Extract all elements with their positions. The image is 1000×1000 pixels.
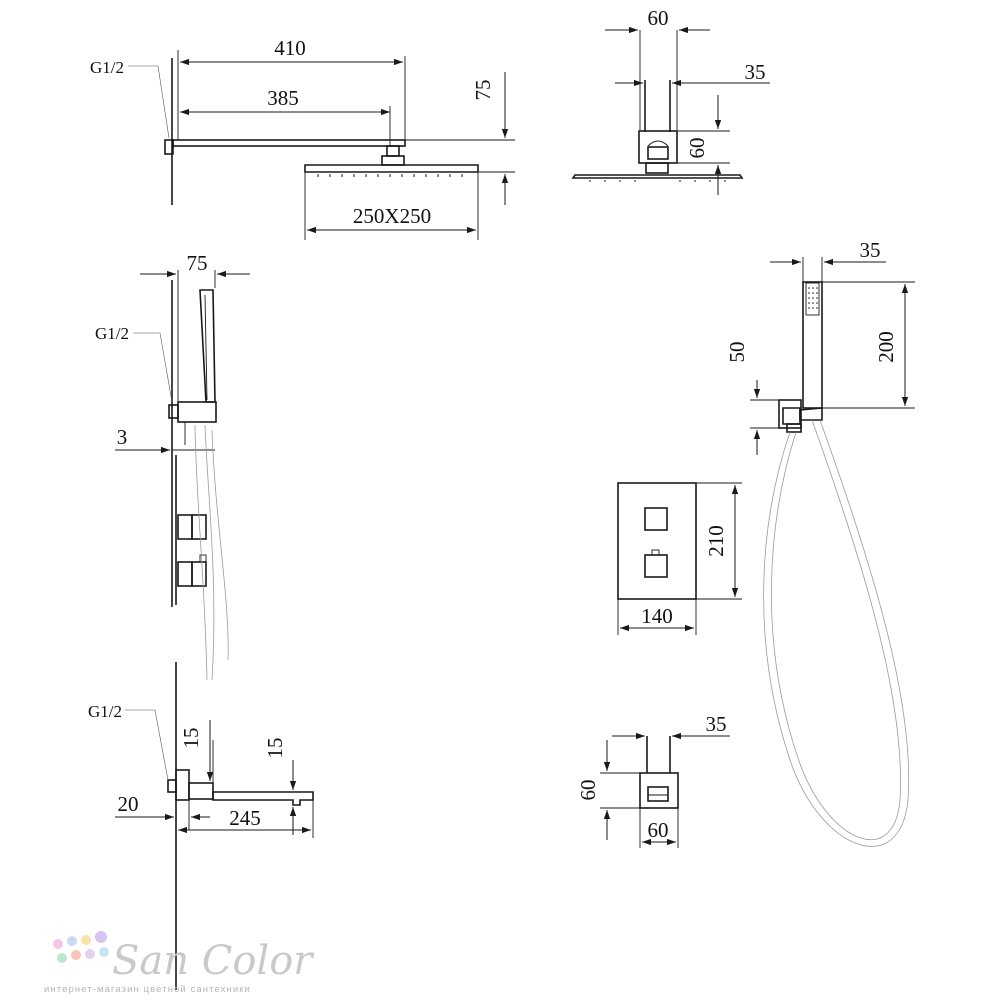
panel-plate xyxy=(617,482,697,600)
logo-dot xyxy=(67,936,77,946)
wall-holder xyxy=(177,401,217,423)
rain-shower-front-view: 60 35 60 xyxy=(571,6,770,195)
dim-handshower-width: 35 xyxy=(860,238,881,262)
dim-holder-height: 50 xyxy=(725,342,749,363)
front-rain-head-plate xyxy=(571,174,744,179)
dim-panel-height: 210 xyxy=(704,525,728,557)
dim-side-height: 60 xyxy=(685,138,709,159)
logo-name: San Color xyxy=(112,938,315,984)
dim-outlet-height: 60 xyxy=(576,780,600,801)
spout-body xyxy=(212,791,314,806)
logo-dot xyxy=(71,950,81,960)
spout-neck xyxy=(188,782,214,800)
outlet-front-view: 35 60 60 xyxy=(576,712,730,848)
thread-label-top: G1/2 xyxy=(90,58,124,77)
dim-rain-head-size: 250X250 xyxy=(353,204,431,228)
logo-dot xyxy=(99,947,109,957)
shower-hose xyxy=(763,419,910,847)
wall-flange xyxy=(164,139,174,155)
arm-connector xyxy=(386,145,400,157)
control-panel-front: 210 140 xyxy=(617,482,742,635)
dim-wall-depth: 75 xyxy=(187,251,208,275)
thread-label-bottom: G1/2 xyxy=(88,702,122,721)
dim-side-width: 60 xyxy=(648,6,669,30)
swivel-ball xyxy=(381,155,405,166)
dim-handshower-length: 200 xyxy=(874,331,898,363)
dim-outlet-width: 60 xyxy=(648,818,669,842)
rain-head-plate xyxy=(304,164,479,173)
handshower-front-view: 35 200 50 xyxy=(725,238,915,847)
thread-label-middle: G1/2 xyxy=(95,324,129,343)
dim-side-depth: 35 xyxy=(745,60,766,84)
logo-tagline: интернет-магазин цветной сантехники xyxy=(44,984,251,995)
spout-side-view: 15 15 20 245 G1/2 xyxy=(88,662,314,990)
panel-knob-upper xyxy=(644,507,668,531)
mixer-knob-lower-b xyxy=(191,561,207,587)
outlet-mouth xyxy=(647,786,669,802)
dim-spout-thickness-b: 15 xyxy=(263,738,287,759)
logo-dot xyxy=(81,935,91,945)
spout-wall-plate xyxy=(175,769,190,801)
dim-arm-length: 385 xyxy=(267,86,299,110)
logo-dots xyxy=(53,931,109,963)
mixer-knob-lower-a xyxy=(177,561,193,587)
handshower-side-view: 75 3 G1/2 xyxy=(95,251,250,681)
dim-rain-drop: 75 xyxy=(471,80,495,101)
holder-bracket xyxy=(778,399,802,429)
dim-spout-offset: 20 xyxy=(118,792,139,816)
dim-arm-total: 410 xyxy=(274,36,306,60)
logo-dot xyxy=(57,953,67,963)
dim-outlet-depth: 35 xyxy=(706,712,727,736)
rain-nozzles xyxy=(317,174,463,177)
rain-shower-side-view: 410 385 75 250X250 G1/2 xyxy=(90,36,515,240)
panel-knob-lower xyxy=(644,554,668,578)
dim-panel-width: 140 xyxy=(641,604,673,628)
dim-wall-gap: 3 xyxy=(117,425,128,449)
shower-arm xyxy=(172,139,406,147)
dim-spout-length: 245 xyxy=(229,806,261,830)
logo-dot xyxy=(53,939,63,949)
spray-face xyxy=(805,282,820,316)
handshower-front-body xyxy=(802,281,823,409)
dim-spout-thickness-a: 15 xyxy=(179,728,203,749)
logo-dot xyxy=(95,931,107,943)
logo-dot xyxy=(85,949,95,959)
handshower-body xyxy=(199,289,216,403)
mixer-knob-upper-a xyxy=(177,514,193,540)
outlet-plate xyxy=(639,772,679,809)
sancolor-logo: San Color интернет-магазин цветной санте… xyxy=(44,931,315,995)
